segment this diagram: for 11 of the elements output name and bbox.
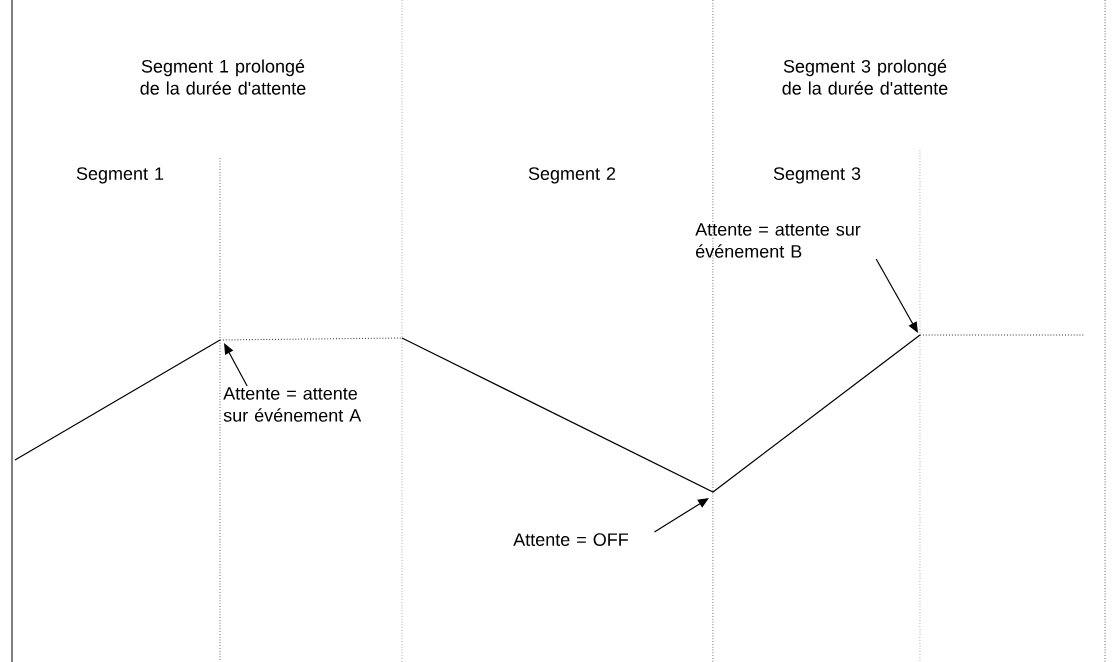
callout-text: Attente = OFF [513,533,629,546]
segment-label: Segment 1 [76,167,164,184]
segment-label: Segment 2 [528,167,616,184]
leader-arrow [875,258,918,333]
segment-label: Segment 3 [773,167,861,184]
callout-text: Attente = attente sur événement B [695,223,861,258]
leader-arrow [224,343,248,387]
callout-text: Attente = attente sur événement A [223,387,362,422]
segment-label: Segment 1 prolongé de la durée d'attente [140,59,306,95]
segment-label: Segment 3 prolongé de la durée d'attente [782,59,948,95]
leader-arrow [653,498,709,533]
